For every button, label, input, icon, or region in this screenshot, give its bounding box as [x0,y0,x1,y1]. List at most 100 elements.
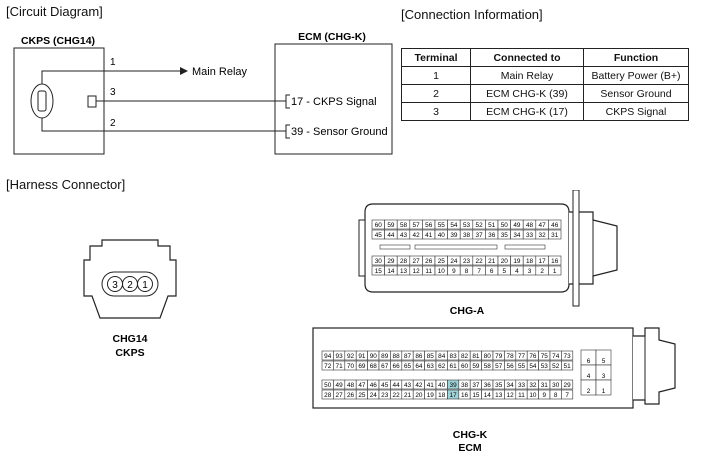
pin-number: 15 [472,392,480,399]
chga-key-slot [414,244,498,250]
pin-number: 51 [564,363,572,370]
pin-number: 56 [425,222,433,229]
ecm-label: ECM [458,442,482,454]
pin-cell [561,350,574,361]
pin-number: 55 [518,363,526,370]
pin-number: 43 [404,382,412,389]
harness-connector-heading: [Harness Connector] [6,177,126,192]
pin-cell [561,389,574,400]
cell-connected-to: ECM CHG-K (17) [470,102,584,121]
pin-number: 53 [541,363,549,370]
pin-number: 24 [370,392,378,399]
header-connected-to: Connected to [470,48,584,67]
pin-number: 65 [404,363,412,370]
chg14-pin-label: 1 [142,280,148,291]
pin-number: 84 [438,353,446,360]
connection-table: Terminal Connected to Function 1 Main Re… [401,48,689,121]
sensor-title: CKPS (CHG14) [21,35,95,47]
cell-terminal: 1 [401,66,471,85]
ecm-title: ECM (CHG-K) [298,31,366,43]
circuit-diagram: CKPS (CHG14) ECM (CHG-K) 1 3 2 Main Rela… [13,31,393,155]
pin-number: 6 [490,268,494,275]
chgk-rear-cover [633,327,676,405]
pin-number: 2 [587,388,591,395]
wire-1-number: 1 [110,57,116,68]
chgk-label: CHG-K [453,429,488,441]
wire-2-number: 2 [110,118,116,129]
pin-number: 38 [461,382,469,389]
chga-side-latch [358,219,366,277]
pin-cell [561,360,574,371]
pin-number: 22 [476,258,484,265]
pin-number: 56 [507,363,515,370]
pin-number: 25 [358,392,366,399]
pin-number: 14 [484,392,492,399]
pin-number: 22 [393,392,401,399]
pin-number: 26 [425,258,433,265]
pin-number: 75 [541,353,549,360]
ecm-box [274,43,393,155]
pin-number: 17 [539,258,547,265]
pin-number: 39 [450,382,458,389]
pin-number: 36 [484,382,492,389]
pin-number: 83 [450,353,458,360]
pin-number: 12 [507,392,515,399]
pin-cell [561,379,574,390]
pin-number: 49 [336,382,344,389]
chga-key-slot [504,244,546,250]
pin-number: 74 [552,353,560,360]
pin-number: 29 [387,258,395,265]
pin-number: 18 [438,392,446,399]
wire-2 [41,118,286,132]
pin-number: 12 [413,268,421,275]
pin-number: 54 [450,222,458,229]
pin-number: 10 [529,392,537,399]
pin-number: 58 [400,222,408,229]
pin-number: 30 [552,382,560,389]
pin-number: 21 [404,392,412,399]
sensor-box [13,47,105,155]
pin-number: 77 [518,353,526,360]
pin-number: 1 [553,268,557,275]
pin-number: 47 [358,382,366,389]
pin-number: 57 [495,363,503,370]
cell-terminal: 2 [401,84,471,103]
pin-number: 38 [463,232,471,239]
chga-flange [572,190,580,307]
pin-number: 14 [387,268,395,275]
pin-number: 85 [427,353,435,360]
ecm-pin-17-label: 17 - CKPS Signal [291,96,377,108]
pin-number: 86 [415,353,423,360]
pin-number: 50 [324,382,332,389]
pin-cell [595,379,612,396]
pin-number: 40 [438,382,446,389]
chg14-pin-label: 3 [112,280,118,291]
pin-number: 51 [488,222,496,229]
pin-number: 55 [438,222,446,229]
pin-number: 61 [450,363,458,370]
pin-number: 66 [393,363,401,370]
pin-number: 59 [472,363,480,370]
pin-number: 7 [565,392,569,399]
wire-1 [41,70,180,84]
pin-number: 49 [513,222,521,229]
table-row: 1 Main Relay Battery Power (B+) [401,66,689,85]
pin-number: 72 [324,363,332,370]
pin-number: 46 [370,382,378,389]
cell-connected-to: Main Relay [470,66,584,85]
pin-number: 45 [375,232,383,239]
sensor-shield-icon [87,95,97,108]
pin-number: 37 [472,382,480,389]
pin-number: 28 [324,392,332,399]
chga-label: CHG-A [450,305,485,317]
pin-number: 17 [450,392,458,399]
cell-connected-to: ECM CHG-K (39) [470,84,584,103]
pin-number: 33 [518,382,526,389]
pin-number: 9 [452,268,456,275]
pin-number: 46 [551,222,559,229]
pin-number: 44 [387,232,395,239]
pin-number: 80 [484,353,492,360]
ecm-pin-bracket-39 [285,124,290,139]
pin-number: 23 [381,392,389,399]
